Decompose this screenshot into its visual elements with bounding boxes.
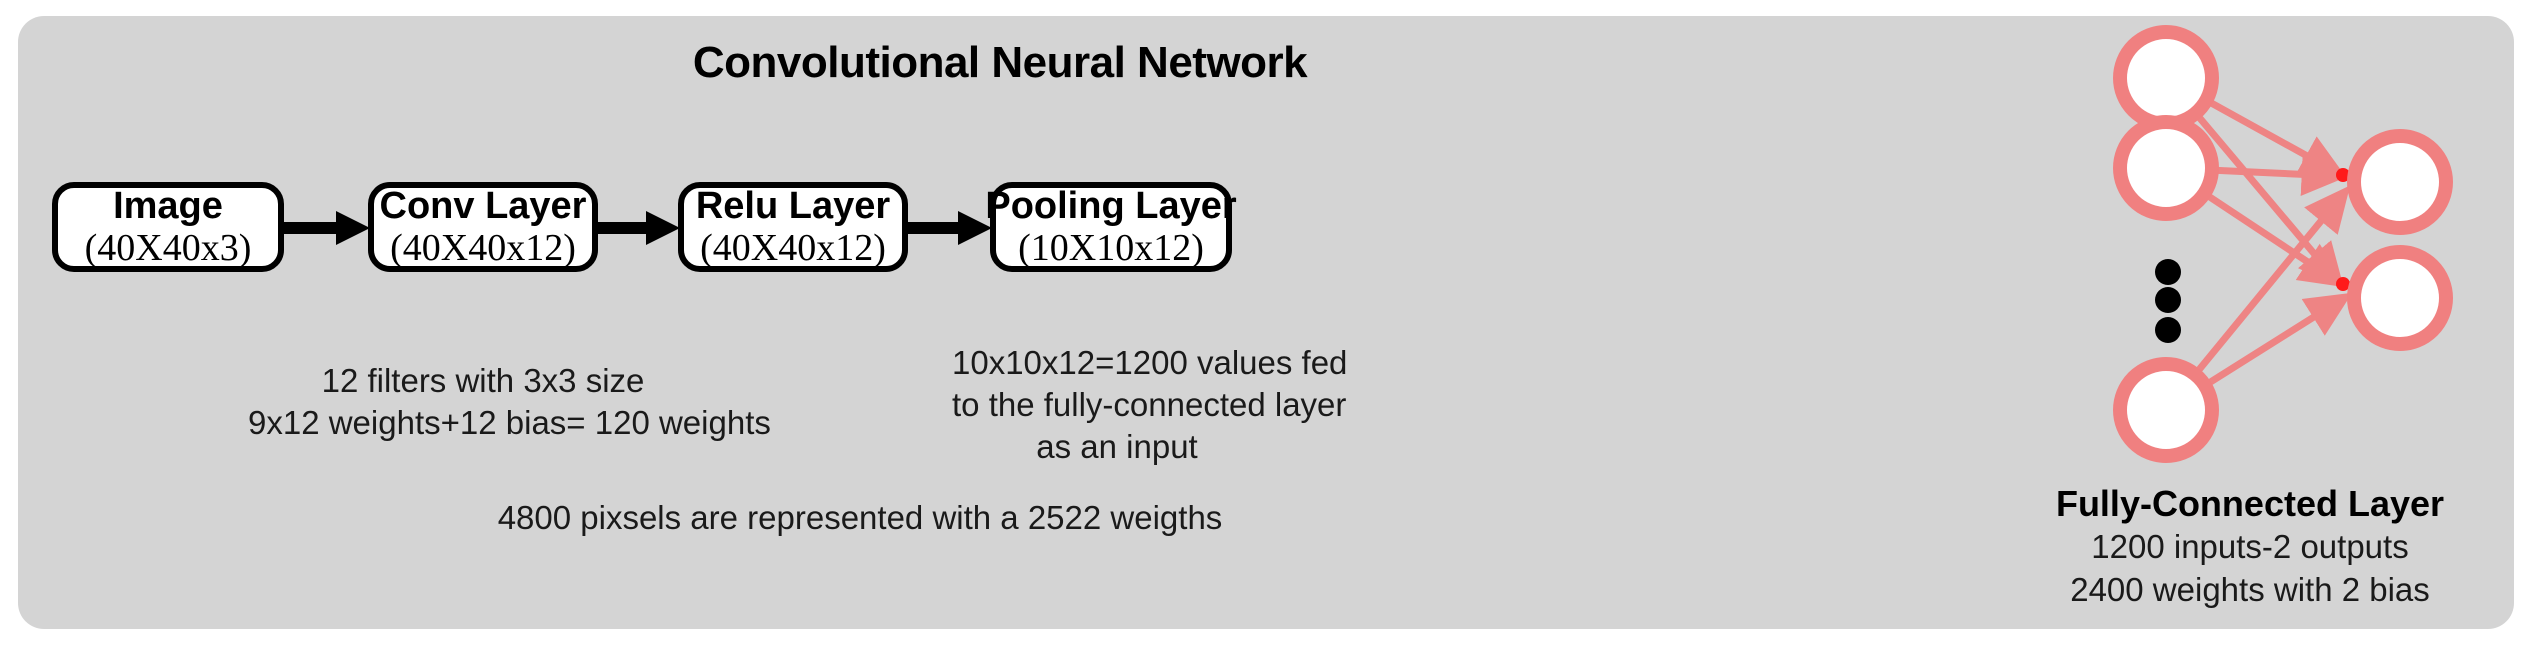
arrow-relu-to-pooling xyxy=(908,211,992,245)
edge-target-dot xyxy=(2336,277,2350,291)
arrow-conv-to-relu xyxy=(598,211,680,245)
caption-center: 4800 pixsels are represented with a 2522… xyxy=(480,497,1240,539)
edge-target-dot xyxy=(2336,168,2350,182)
ellipsis-dot xyxy=(2155,287,2181,313)
layer-title: Conv Layer xyxy=(379,185,587,227)
layer-box-image[interactable]: Image (40X40x3) xyxy=(52,182,284,272)
layer-title: Relu Layer xyxy=(695,185,891,227)
layer-box-conv[interactable]: Conv Layer (40X40x12) xyxy=(368,182,598,272)
neuron-output-2 xyxy=(2347,245,2453,351)
layer-title: Pooling Layer xyxy=(985,185,1237,227)
caption-pooling-line1: 10x10x12=1200 values fed xyxy=(952,344,1348,381)
caption-conv: 12 filters with 3x3 size 9x12 weights+12… xyxy=(248,360,771,444)
arrow-image-to-conv xyxy=(284,211,370,245)
neuron-input-3 xyxy=(2113,357,2219,463)
fully-connected-title: Fully-Connected Layer xyxy=(2055,483,2445,524)
ellipsis-dot xyxy=(2155,259,2181,285)
caption-pooling-line2: to the fully-connected layer xyxy=(952,386,1347,424)
neuron-input-2 xyxy=(2113,115,2219,221)
layer-box-pooling[interactable]: Pooling Layer (10X10x12) xyxy=(985,182,1237,272)
caption-conv-line1: 12 filters with 3x3 size xyxy=(321,362,645,399)
fully-connected-subtitle: 1200 inputs-2 outputs 2400 weights with … xyxy=(1990,526,2510,612)
caption-conv-line2: 9x12 weights+12 bias= 120 weights xyxy=(248,404,771,442)
diagram-panel xyxy=(18,16,2514,629)
fully-connected-line1: 1200 inputs-2 outputs xyxy=(2091,528,2409,565)
layer-title: Image xyxy=(113,185,223,227)
caption-pooling: 10x10x12=1200 values fed to the fully-co… xyxy=(952,342,1348,469)
neuron-input-1 xyxy=(2113,25,2219,131)
layer-box-relu[interactable]: Relu Layer (40X40x12) xyxy=(678,182,908,272)
layer-dims: (40X40x12) xyxy=(700,227,886,269)
ellipsis-dot xyxy=(2155,317,2181,343)
layer-dims: (10X10x12) xyxy=(1018,227,1204,269)
page-title: Convolutional Neural Network xyxy=(692,38,1308,87)
layer-dims: (40X40x3) xyxy=(84,227,252,269)
fully-connected-graph xyxy=(2113,25,2453,463)
layer-dims: (40X40x12) xyxy=(390,227,576,269)
fully-connected-line2: 2400 weights with 2 bias xyxy=(2070,570,2430,608)
caption-center-line: 4800 pixsels are represented with a 2522… xyxy=(497,499,1223,536)
caption-pooling-line3: as an input xyxy=(1036,428,1198,466)
neuron-output-1 xyxy=(2347,129,2453,235)
